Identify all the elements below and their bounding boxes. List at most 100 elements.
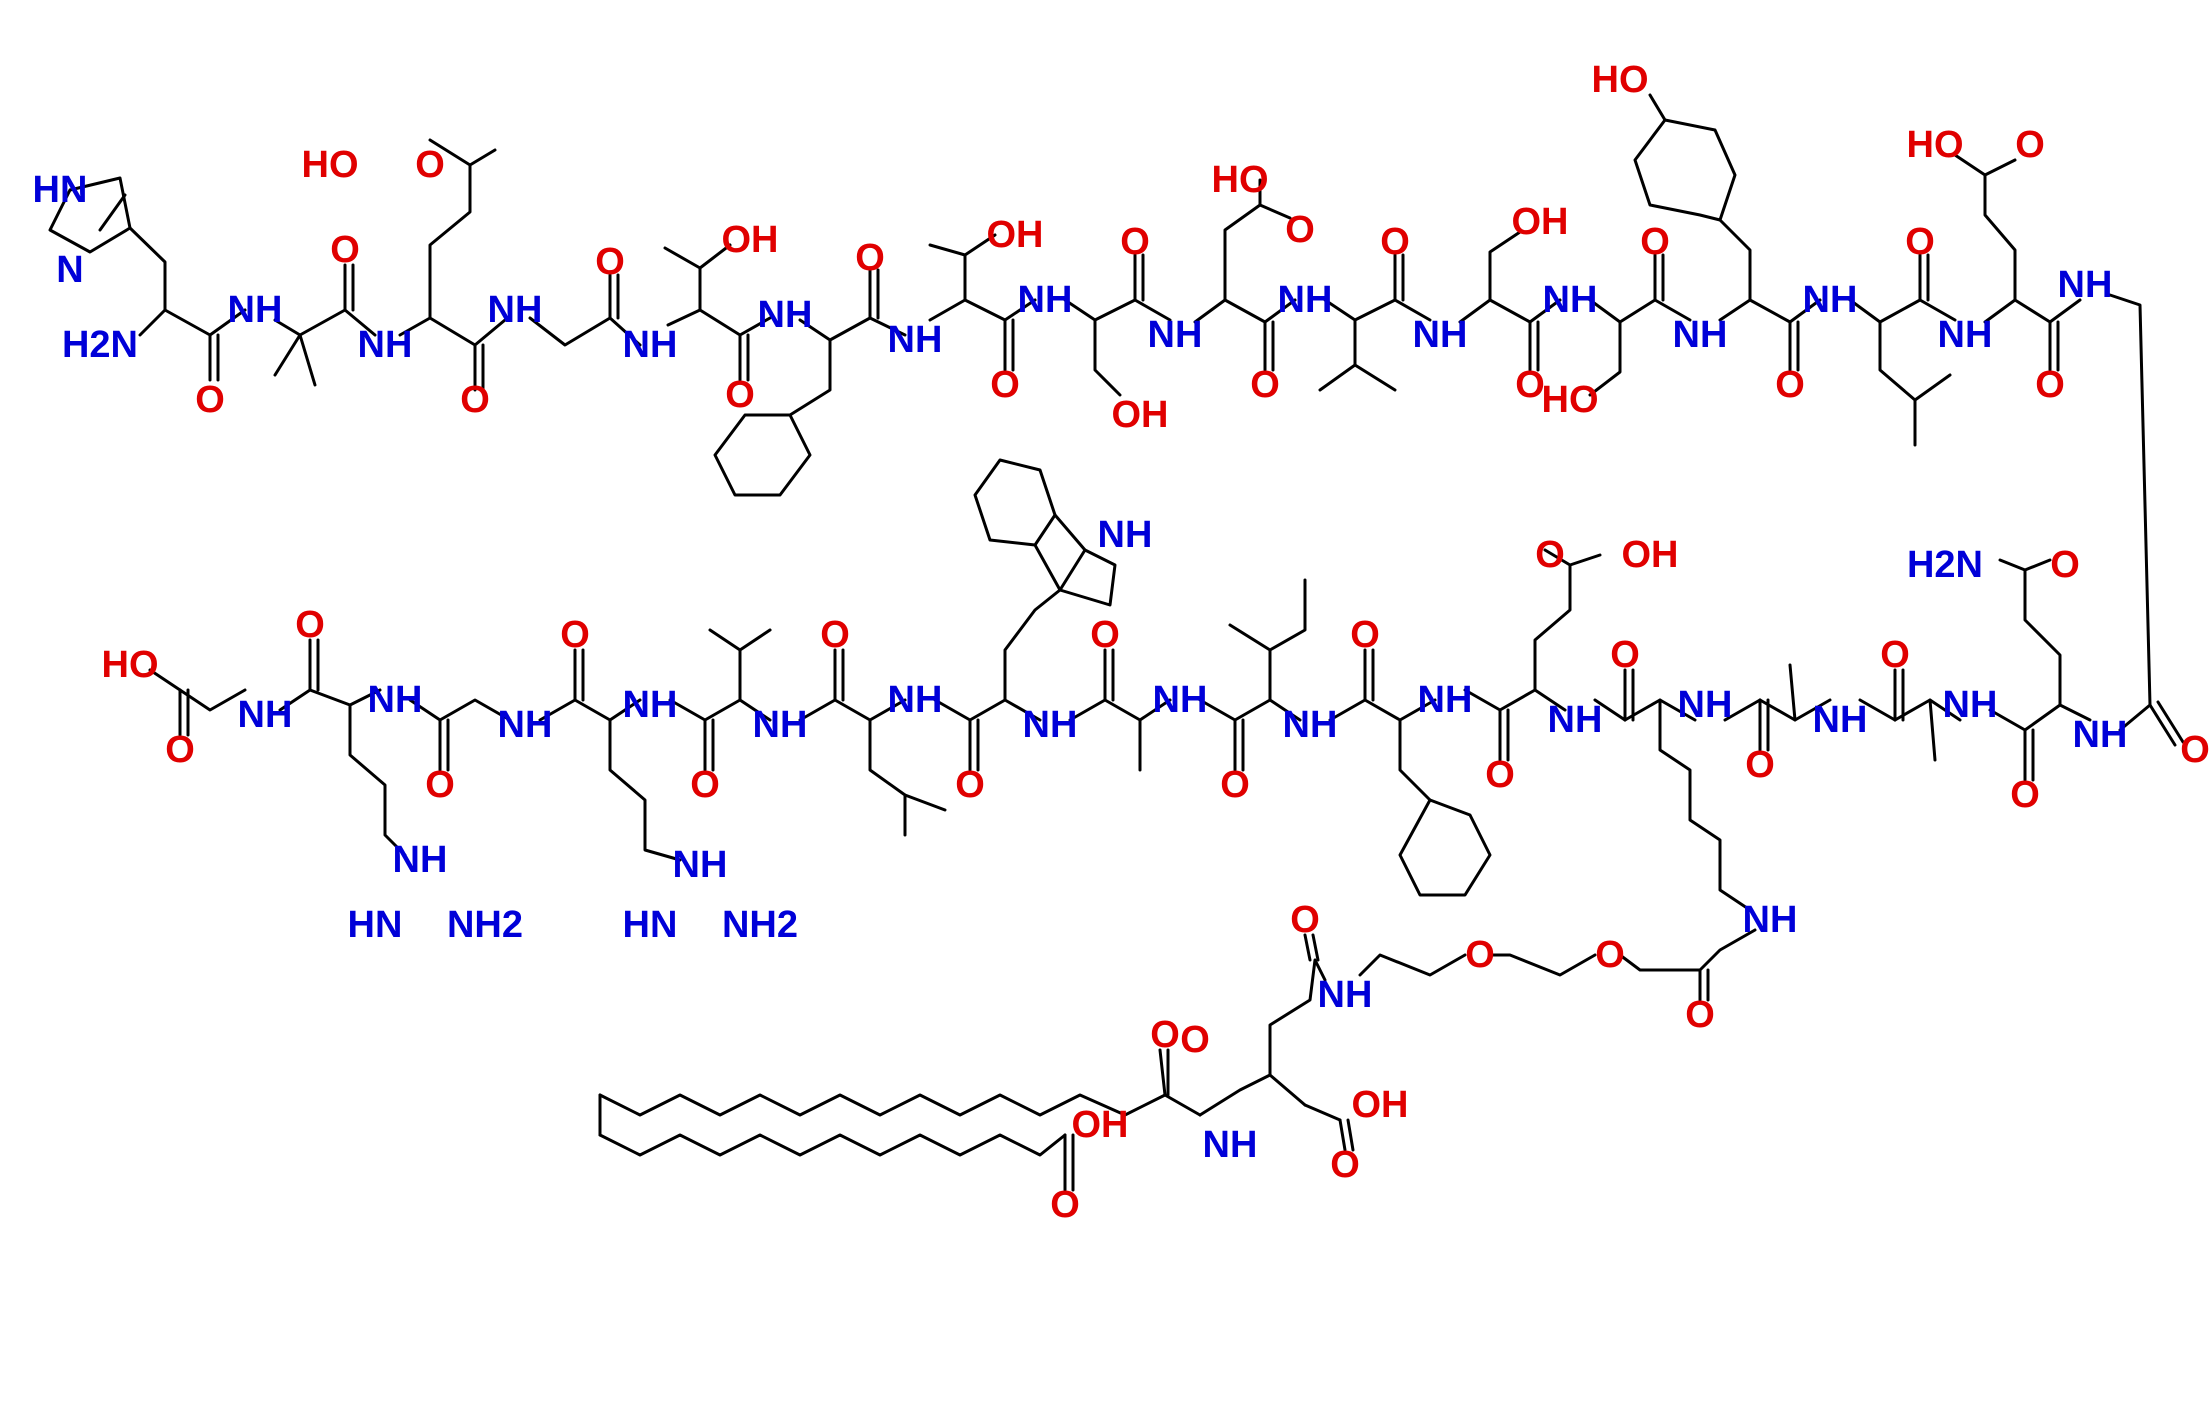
atom-label: NH <box>358 324 413 366</box>
atom-label: NH <box>1678 684 1733 726</box>
atom-label: OH <box>1112 394 1169 436</box>
atom-label: NH <box>1278 279 1333 321</box>
atom-label: NH <box>1203 1124 1258 1166</box>
atom-label: O <box>195 379 225 421</box>
atom-label: O <box>1050 1184 1080 1226</box>
atom-label: NH <box>238 694 293 736</box>
atom-label: O <box>415 144 445 186</box>
atom-label: H2N <box>1907 544 1983 586</box>
atom-label: O <box>330 229 360 271</box>
atom-label: O <box>1180 1019 1210 1061</box>
atom-label: OH <box>722 219 779 261</box>
atom-label: O <box>1745 744 1775 786</box>
atom-label: HN <box>33 169 88 211</box>
atom-label: NH2 <box>722 904 798 946</box>
atom-label: O <box>425 764 455 806</box>
atom-label: H2N <box>62 324 138 366</box>
atom-label: O <box>1595 934 1625 976</box>
atom-label: NH <box>673 844 728 886</box>
atom-label: O <box>1880 634 1910 676</box>
atom-label: O <box>1290 899 1320 941</box>
atom-label: O <box>1120 221 1150 263</box>
atom-label: NH <box>888 679 943 721</box>
atom-label: NH <box>1673 314 1728 356</box>
atom-label: HN <box>623 904 678 946</box>
atom-label: NH <box>2073 714 2128 756</box>
atom-label: NH <box>1318 974 1373 1016</box>
atom-label: N <box>56 249 83 291</box>
atom-label: O <box>1465 934 1495 976</box>
atom-label: NH <box>1413 314 1468 356</box>
atom-label: NH <box>498 704 553 746</box>
atom-label: O <box>1640 221 1670 263</box>
atom-label: NH <box>1283 704 1338 746</box>
atom-label: NH <box>1803 279 1858 321</box>
atom-label: O <box>165 729 195 771</box>
atom-label: OH <box>1352 1084 1409 1126</box>
atom-label: O <box>1515 364 1545 406</box>
atom-label: NH <box>1148 314 1203 356</box>
atom-label: OH <box>1512 201 1569 243</box>
atom-label: NH <box>1023 704 1078 746</box>
atom-label: O <box>1685 994 1715 1036</box>
atom-label: O <box>1775 364 1805 406</box>
atom-label: NH <box>1098 514 1153 556</box>
atom-label: NH <box>2058 264 2113 306</box>
atom-label: O <box>690 764 720 806</box>
atom-label: OH <box>987 214 1044 256</box>
atom-label: O <box>725 374 755 416</box>
atom-label: O <box>955 764 985 806</box>
atom-label: NH <box>1153 679 1208 721</box>
atom-label: O <box>855 237 885 279</box>
atom-label: O <box>2015 124 2045 166</box>
atom-label: NH <box>1548 699 1603 741</box>
atom-label: NH <box>888 319 943 361</box>
atom-label: NH2 <box>447 904 523 946</box>
atom-label: O <box>1350 614 1380 656</box>
atom-label: O <box>2035 364 2065 406</box>
atom-label: O <box>1220 764 1250 806</box>
atom-label: O <box>1285 209 1315 251</box>
atom-label: O <box>990 364 1020 406</box>
atom-label: OH <box>1072 1104 1129 1146</box>
atom-label: NH <box>1943 684 1998 726</box>
atom-label: NH <box>488 289 543 331</box>
atom-label: O <box>295 604 325 646</box>
atom-label: NH <box>623 324 678 366</box>
atom-label: HO <box>1907 124 1964 166</box>
atom-label: HO <box>1212 159 1269 201</box>
atom-label: NH <box>228 289 283 331</box>
atom-label: O <box>1535 534 1565 576</box>
atom-label: O <box>820 614 850 656</box>
atom-label: OH <box>1622 534 1679 576</box>
atom-label: HO <box>102 644 159 686</box>
atom-label: NH <box>1938 314 1993 356</box>
atom-label: O <box>1250 364 1280 406</box>
atom-label: O <box>1610 634 1640 676</box>
atom-label: HO <box>1592 59 1649 101</box>
atom-labels: HN N H2N O NH O HO O NH O NH O OH NH O N… <box>33 59 2209 1226</box>
atom-label: NH <box>1813 699 1868 741</box>
atom-label: O <box>1380 221 1410 263</box>
atom-label: O <box>2010 774 2040 816</box>
atom-label: O <box>460 379 490 421</box>
atom-label: O <box>2050 544 2080 586</box>
atom-label: O <box>1905 221 1935 263</box>
atom-label: NH <box>1543 279 1598 321</box>
atom-label: O <box>595 241 625 283</box>
atom-label: O <box>1090 614 1120 656</box>
atom-label: HO <box>1542 379 1599 421</box>
atom-label: HN <box>348 904 403 946</box>
atom-label: NH <box>1418 679 1473 721</box>
atom-label: O <box>1485 754 1515 796</box>
atom-label: O <box>560 614 590 656</box>
atom-label: NH <box>753 704 808 746</box>
atom-label: NH <box>368 679 423 721</box>
atom-label: NH <box>393 839 448 881</box>
atom-label: NH <box>1018 279 1073 321</box>
atom-label: HO <box>302 144 359 186</box>
atom-label: O <box>1150 1014 1180 1056</box>
atom-label: NH <box>1743 899 1798 941</box>
atom-label: NH <box>758 294 813 336</box>
